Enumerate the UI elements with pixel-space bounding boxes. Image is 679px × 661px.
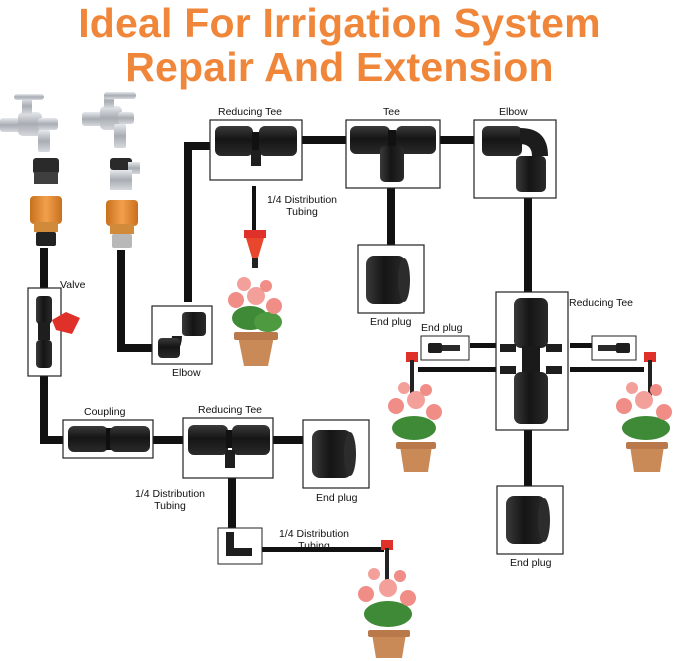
label-valve: Valve	[60, 279, 86, 291]
reducing-tee-top-fitting	[209, 119, 303, 181]
flower-pot-left	[388, 382, 442, 472]
quick-connector-left	[30, 158, 62, 246]
headline-line-2: Repair And Extension	[125, 44, 554, 90]
label-distribution-tubing-top: 1/4 Distribution Tubing	[266, 194, 338, 218]
quick-connector-right	[106, 158, 140, 248]
stake-left	[406, 352, 418, 402]
label-elbow-top: Elbow	[499, 106, 528, 118]
coupling-fitting	[62, 419, 154, 459]
label-elbow-left: Elbow	[172, 367, 201, 379]
small-end-plug-left	[420, 335, 470, 361]
flower-pot-top	[228, 277, 282, 366]
stake-bottom	[381, 540, 393, 594]
label-end-plug-center: End plug	[370, 316, 412, 328]
flower-pot-bottom	[358, 568, 416, 658]
elbow-fitting-left	[151, 305, 213, 365]
label-distribution-tubing-bottom: 1/4 Distribution Tubing	[278, 528, 350, 552]
label-reducing-tee-bottom: Reducing Tee	[198, 404, 263, 416]
stake-right	[644, 352, 656, 402]
dripper-emitter	[244, 230, 266, 268]
end-plug-bottom-mid-fitting	[302, 419, 370, 489]
reducing-tee-right-fitting	[495, 291, 569, 431]
label-distribution-tubing-bottom-left: 1/4 Distribution Tubing	[134, 488, 206, 512]
tee-fitting	[345, 119, 441, 189]
end-plug-center-fitting	[357, 244, 425, 314]
faucet-left	[0, 94, 58, 152]
label-coupling: Coupling	[84, 406, 126, 418]
end-plug-bottom-right-fitting	[496, 485, 564, 555]
label-reducing-tee-right: Reducing Tee	[569, 297, 634, 309]
small-end-plug-right	[591, 335, 637, 361]
label-end-plug-bottom-mid: End plug	[316, 492, 358, 504]
faucet-right	[82, 92, 136, 148]
headline-line-1: Ideal For Irrigation System	[78, 0, 601, 46]
tubing-network	[40, 136, 644, 552]
label-reducing-tee-top: Reducing Tee	[218, 106, 283, 118]
valve-fitting	[27, 287, 80, 377]
reducing-tee-bottom-fitting	[182, 417, 274, 479]
label-end-plug-bottom-right: End plug	[510, 557, 552, 569]
small-elbow-fitting	[217, 527, 263, 565]
label-tee: Tee	[383, 106, 400, 118]
label-end-plug-right: End plug	[421, 322, 463, 334]
flower-pot-right	[616, 382, 672, 472]
elbow-fitting-top	[473, 119, 557, 199]
